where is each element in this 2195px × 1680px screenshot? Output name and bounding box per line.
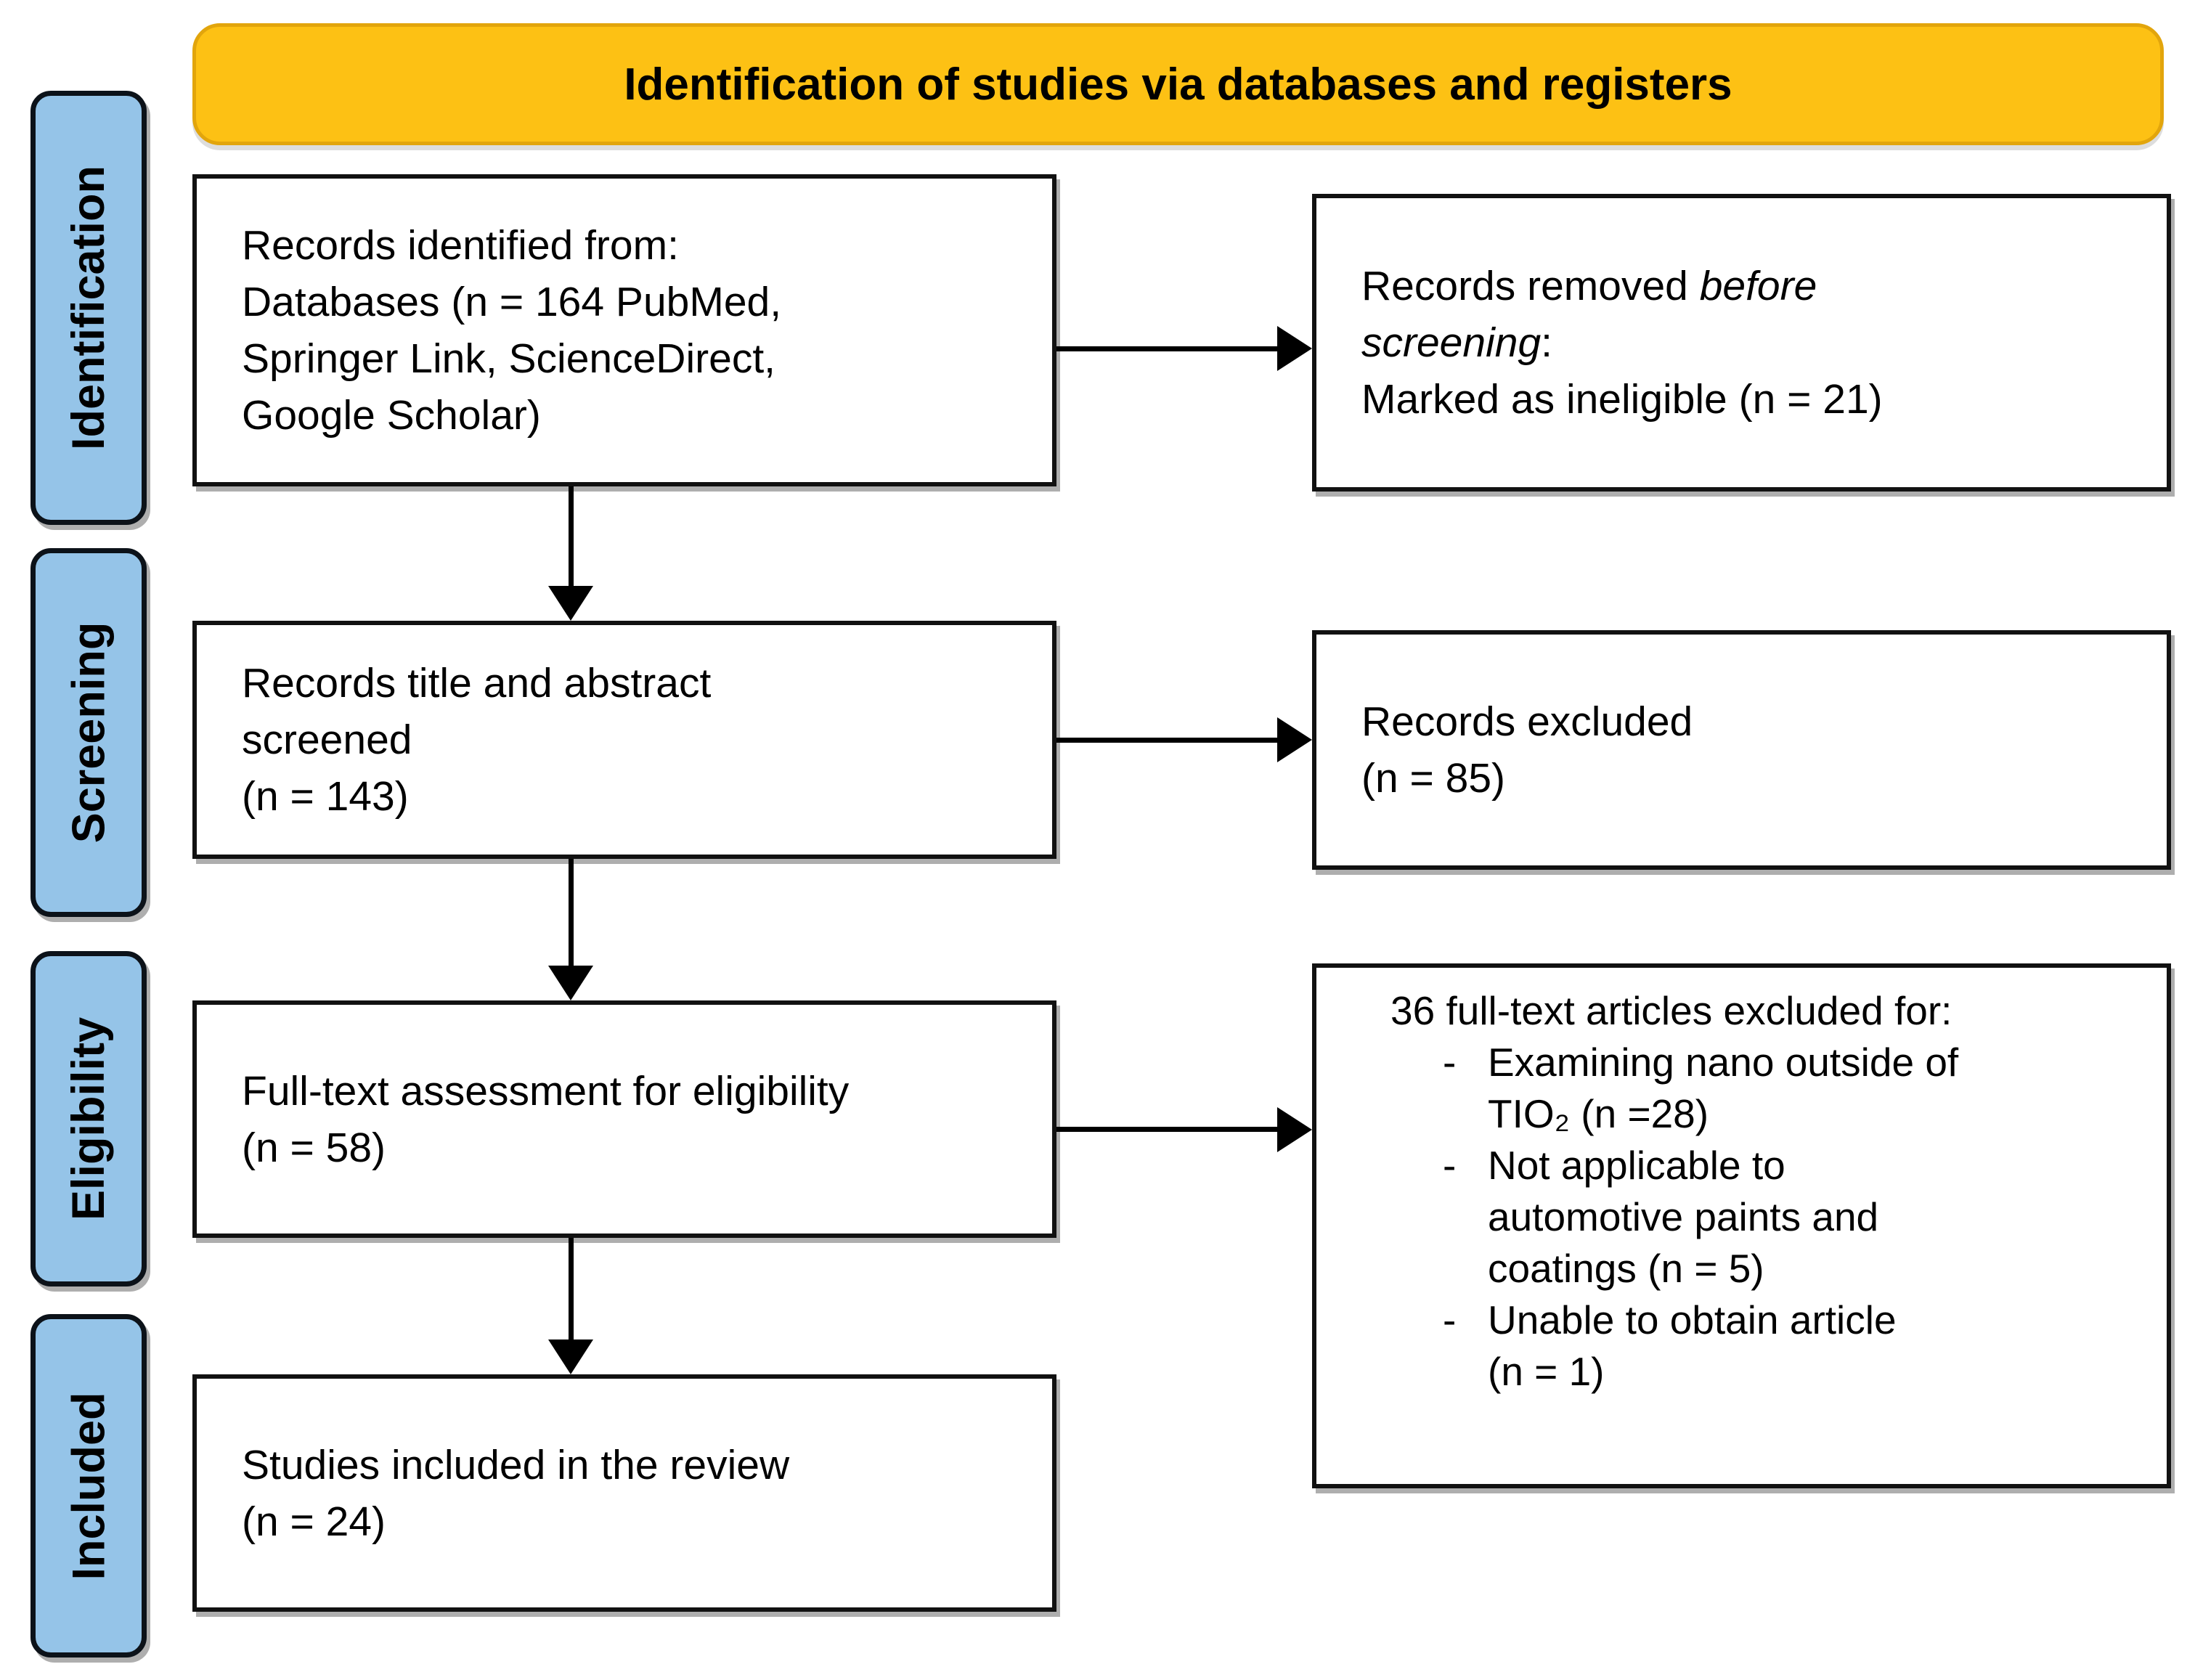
box-studies-included: Studies included in the review (n = 24)	[192, 1374, 1056, 1612]
box-records-identified: Records identified from: Databases (n = …	[192, 174, 1056, 486]
studies-included-line: Studies included in the review	[242, 1441, 790, 1488]
arrow-down-icon	[548, 1339, 593, 1374]
stage-label-included: Included	[30, 1314, 147, 1657]
fulltext-assessment-line: (n = 58)	[242, 1124, 386, 1171]
stage-label-identification: Identification	[30, 91, 147, 525]
records-identified-line: Google Scholar)	[242, 392, 541, 439]
fulltext-excluded-bullet: - Not applicable to automotive paints an…	[1443, 1140, 2145, 1294]
bullet-line: TIO₂ (n =28)	[1488, 1091, 1709, 1136]
records-excluded-line: (n = 85)	[1361, 755, 1506, 802]
records-screened-line: screened	[242, 717, 412, 763]
bullet-line: coatings (n = 5)	[1488, 1246, 1764, 1291]
studies-included-line: (n = 24)	[242, 1498, 386, 1545]
arrow-fulltext-to-excluded-line	[1056, 1127, 1279, 1132]
box-records-excluded: Records excluded (n = 85)	[1312, 630, 2171, 870]
arrow-right-icon	[1277, 326, 1312, 371]
arrow-screened-to-fulltext-line	[569, 859, 574, 969]
records-screened-line: Records title and abstract	[242, 660, 712, 706]
arrow-screened-to-excluded-line	[1056, 738, 1279, 743]
stage-label-screening-text: Screening	[63, 621, 115, 844]
bullet-line: Examining nano outside of	[1488, 1040, 1959, 1085]
records-identified-line: Records identified from:	[242, 222, 679, 269]
records-removed-detail: Marked as ineligible (n = 21)	[1361, 376, 1883, 423]
records-screened-line: (n = 143)	[242, 773, 409, 820]
box-records-screened: Records title and abstract screened (n =…	[192, 621, 1056, 859]
bullet-dash-icon: -	[1443, 1040, 1457, 1085]
bullet-line: Unable to obtain article	[1488, 1297, 1897, 1342]
records-removed-line: Records removed before	[1361, 263, 1817, 309]
bullet-line: Not applicable to	[1488, 1143, 1785, 1188]
records-removed-line: screening:	[1361, 319, 1552, 366]
fulltext-excluded-bullet: - Examining nano outside of TIO₂ (n =28)	[1443, 1037, 2145, 1140]
bullet-dash-icon: -	[1443, 1297, 1457, 1342]
records-identified-line: Databases (n = 164 PubMed,	[242, 279, 782, 325]
records-identified-line: Springer Link, ScienceDirect,	[242, 335, 775, 382]
arrow-identified-to-removed-line	[1056, 346, 1279, 351]
bullet-line: (n = 1)	[1488, 1349, 1605, 1394]
bullet-line: automotive paints and	[1488, 1194, 1879, 1239]
stage-label-screening: Screening	[30, 548, 147, 917]
arrow-down-icon	[548, 966, 593, 1000]
stage-label-identification-text: Identification	[63, 166, 114, 450]
box-fulltext-excluded: 36 full-text articles excluded for: - Ex…	[1312, 963, 2171, 1488]
header-banner: Identification of studies via databases …	[192, 23, 2164, 145]
stage-label-eligibility-text: Eligibility	[63, 1016, 114, 1221]
fulltext-assessment-line: Full-text assessment for eligibility	[242, 1067, 850, 1114]
box-records-removed: Records removed before screening: Marked…	[1312, 194, 2171, 492]
stage-label-included-text: Included	[63, 1391, 115, 1581]
fulltext-excluded-title: 36 full-text articles excluded for:	[1390, 988, 1952, 1033]
records-excluded-line: Records excluded	[1361, 698, 1693, 745]
arrow-fulltext-to-included-line	[569, 1238, 574, 1343]
diagram-title: Identification of studies via databases …	[624, 59, 1732, 110]
arrow-right-icon	[1277, 1107, 1312, 1152]
arrow-identified-to-screened-line	[569, 486, 574, 592]
arrow-down-icon	[548, 586, 593, 621]
stage-label-eligibility: Eligibility	[30, 951, 147, 1286]
box-fulltext-assessment: Full-text assessment for eligibility (n …	[192, 1000, 1056, 1238]
fulltext-excluded-bullet: - Unable to obtain article (n = 1)	[1443, 1294, 2145, 1398]
bullet-dash-icon: -	[1443, 1143, 1457, 1188]
arrow-right-icon	[1277, 717, 1312, 762]
